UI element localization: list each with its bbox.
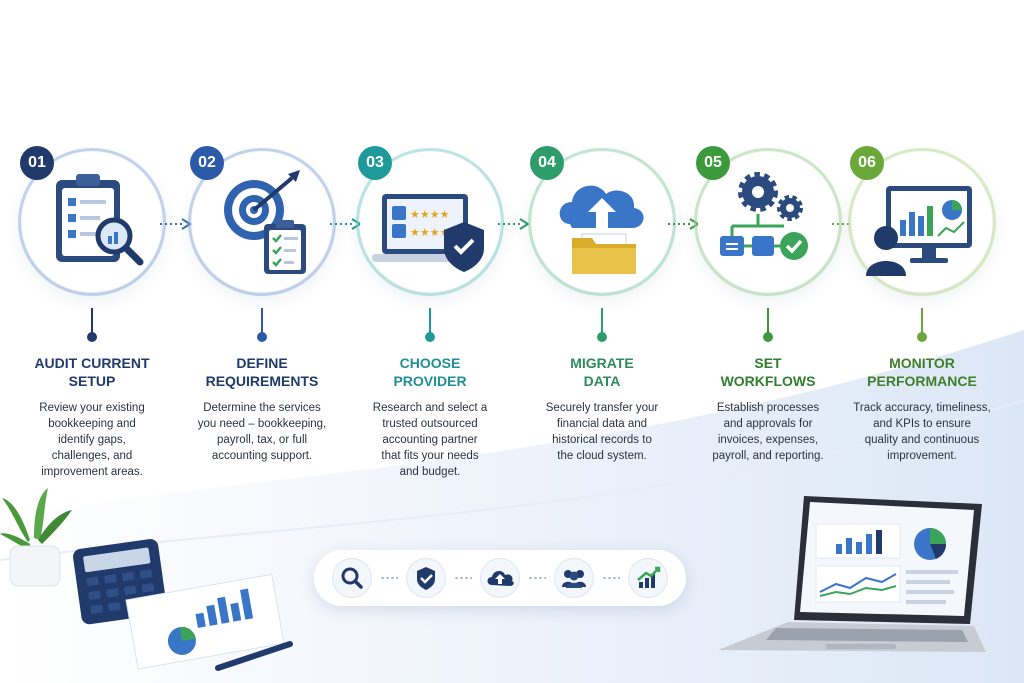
step-connector-line <box>91 308 93 334</box>
step-connector-line <box>921 308 923 334</box>
step-connector-line <box>601 308 603 334</box>
step-number-badge: 06 <box>850 146 884 180</box>
clipboard-magnifier-icon <box>56 174 144 266</box>
dots-separator <box>602 577 620 579</box>
step-number-badge: 01 <box>20 146 54 180</box>
shield-check-icon <box>406 558 446 598</box>
step-connector-dot <box>257 332 267 342</box>
laptop-rating-shield-icon: ★★★★ ★★★★ <box>372 194 484 272</box>
step-connector-dot <box>917 332 927 342</box>
step-description: Track accuracy, timeliness,and KPIs to e… <box>853 402 991 462</box>
search-icon <box>332 558 372 598</box>
monitor-person-chart-icon <box>866 186 972 276</box>
dots-separator <box>528 577 546 579</box>
step-connector-line <box>767 308 769 334</box>
step-connector-dot <box>87 332 97 342</box>
step-connector-line <box>429 308 431 334</box>
dots-separator <box>380 577 398 579</box>
bottom-icon-bar <box>314 550 686 606</box>
step-connector-dot <box>597 332 607 342</box>
desk-illustration-left <box>0 488 293 671</box>
cloud-upload-folder-icon <box>559 185 644 274</box>
cloud-upload-icon <box>480 558 520 598</box>
team-icon <box>554 558 594 598</box>
step-number-badge: 04 <box>530 146 564 180</box>
target-clipboard-icon <box>224 170 306 274</box>
step-number-badge: 02 <box>190 146 224 180</box>
step-number-badge: 03 <box>358 146 392 180</box>
svg-text:★★★★: ★★★★ <box>410 226 450 239</box>
laptop-dashboard-illustration <box>718 496 986 652</box>
svg-text:★★★★: ★★★★ <box>410 208 450 221</box>
step-connector-line <box>261 308 263 334</box>
gears-workflow-icon <box>720 172 808 260</box>
step-connector-dot <box>763 332 773 342</box>
step-number-badge: 05 <box>696 146 730 180</box>
dots-separator <box>454 577 472 579</box>
step-connector-dot <box>425 332 435 342</box>
growth-chart-icon <box>628 558 668 598</box>
